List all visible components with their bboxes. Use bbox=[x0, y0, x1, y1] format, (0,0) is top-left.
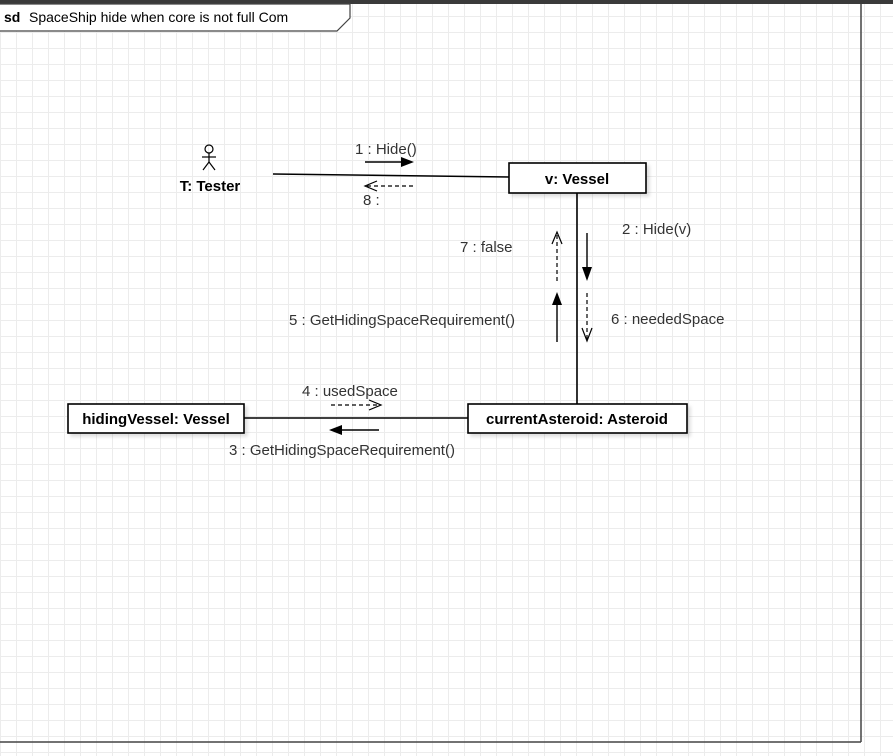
object-vessel[interactable]: v: Vessel bbox=[508, 162, 647, 194]
message-3[interactable]: 3 : GetHidingSpaceRequirement() bbox=[229, 425, 455, 459]
open-arrow-right-icon bbox=[368, 399, 383, 411]
open-arrow-down-icon bbox=[581, 327, 593, 343]
message-6[interactable]: 6 : neededSpace bbox=[581, 293, 724, 343]
open-arrow-up-icon bbox=[551, 230, 563, 245]
filled-arrow-left-icon bbox=[329, 425, 342, 435]
object-hiding-vessel[interactable]: hidingVessel: Vessel bbox=[67, 403, 245, 434]
filled-arrow-right-icon bbox=[401, 157, 414, 167]
filled-arrow-up-icon bbox=[552, 292, 562, 305]
actor-tester[interactable]: T: Tester bbox=[180, 144, 241, 195]
object-hiding-vessel-label: hidingVessel: Vessel bbox=[82, 411, 230, 428]
message-7[interactable]: 7 : false bbox=[460, 230, 563, 281]
object-current-asteroid[interactable]: currentAsteroid: Asteroid bbox=[467, 403, 688, 434]
object-vessel-label: v: Vessel bbox=[545, 171, 609, 188]
message-2-label: 2 : Hide(v) bbox=[622, 221, 691, 238]
interaction-frame: sd SpaceShip hide when core is not full … bbox=[0, 3, 862, 743]
actor-label: T: Tester bbox=[180, 178, 241, 195]
message-1-label: 1 : Hide() bbox=[355, 141, 417, 158]
message-7-label: 7 : false bbox=[460, 239, 513, 256]
filled-arrow-down-icon bbox=[582, 267, 592, 281]
frame-tag[interactable] bbox=[0, 3, 351, 32]
message-4[interactable]: 4 : usedSpace bbox=[302, 383, 398, 411]
open-arrow-left-icon bbox=[363, 180, 378, 192]
message-3-label: 3 : GetHidingSpaceRequirement() bbox=[229, 442, 455, 459]
message-6-label: 6 : neededSpace bbox=[611, 311, 724, 328]
links bbox=[244, 173, 578, 419]
message-5[interactable]: 5 : GetHidingSpaceRequirement() bbox=[289, 292, 562, 342]
stick-figure-icon bbox=[202, 144, 216, 171]
link-tester-vessel[interactable] bbox=[272, 173, 510, 178]
message-8[interactable]: 8 : bbox=[363, 180, 413, 209]
message-2[interactable]: 2 : Hide(v) bbox=[582, 221, 691, 281]
message-8-label: 8 : bbox=[363, 192, 380, 209]
message-5-label: 5 : GetHidingSpaceRequirement() bbox=[289, 312, 515, 329]
object-asteroid-label: currentAsteroid: Asteroid bbox=[486, 411, 668, 428]
window-top-bar bbox=[0, 0, 893, 4]
frame-keyword: sd bbox=[4, 9, 20, 25]
message-1[interactable]: 1 : Hide() bbox=[355, 141, 417, 167]
frame-title: SpaceShip hide when core is not full Com bbox=[29, 9, 288, 25]
message-4-label: 4 : usedSpace bbox=[302, 383, 398, 400]
